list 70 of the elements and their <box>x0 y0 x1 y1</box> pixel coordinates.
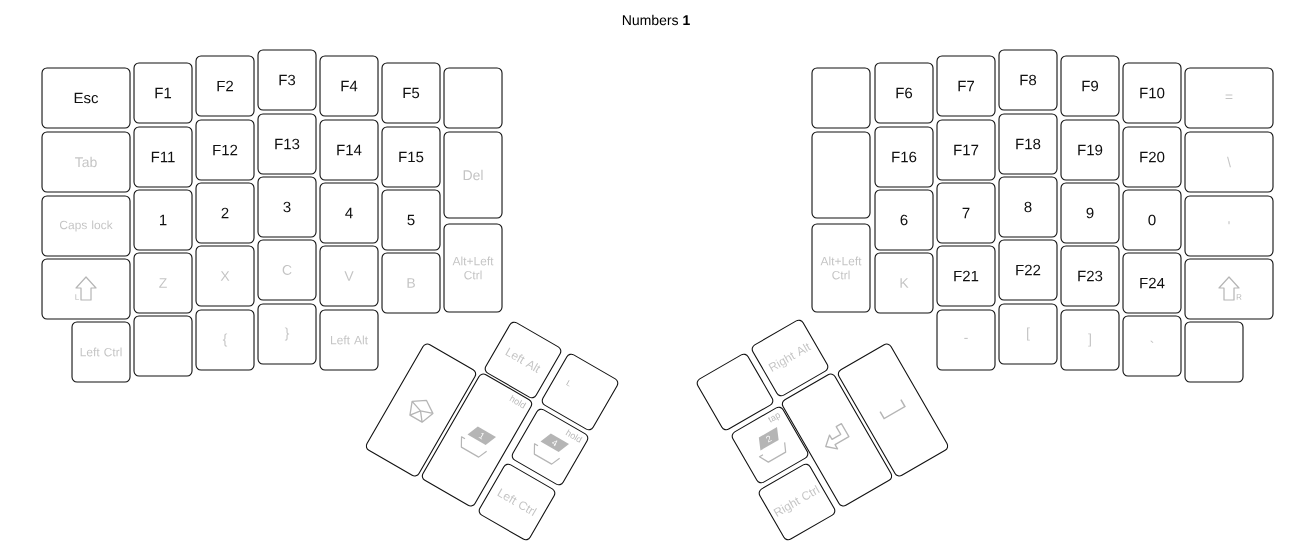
key: F10 <box>1122 62 1182 124</box>
key: F15 <box>381 126 441 188</box>
key: - <box>936 309 996 371</box>
key: 3 <box>257 176 317 238</box>
key: F20 <box>1122 126 1182 188</box>
key: F24 <box>1122 252 1182 314</box>
key: 8 <box>998 176 1058 238</box>
key <box>811 131 871 219</box>
key: { <box>195 309 255 371</box>
key: F5 <box>381 62 441 124</box>
key: Alt+Left Ctrl <box>443 223 503 313</box>
key: F8 <box>998 49 1058 111</box>
key: 6 <box>874 189 934 251</box>
key: Left Alt <box>319 309 379 371</box>
key: F3 <box>257 49 317 111</box>
key: F23 <box>1060 245 1120 307</box>
key: F19 <box>1060 119 1120 181</box>
key: F18 <box>998 113 1058 175</box>
key-label: tap <box>768 413 781 423</box>
key: F16 <box>874 126 934 188</box>
key: Right Alt <box>751 319 829 397</box>
key: F12 <box>195 119 255 181</box>
key <box>443 67 503 129</box>
key <box>133 315 193 377</box>
key: F2 <box>195 55 255 117</box>
key: B <box>381 252 441 314</box>
key: Right Ctrl <box>758 463 836 541</box>
key: 5 <box>381 189 441 251</box>
key: Left Ctrl <box>71 321 131 383</box>
key-label: L <box>566 380 570 387</box>
key: C <box>257 239 317 301</box>
key: X <box>195 245 255 307</box>
title: Numbers 1 <box>622 14 690 26</box>
key: [ <box>998 303 1058 365</box>
key: F6 <box>874 62 934 124</box>
key: } <box>257 303 317 365</box>
key: \ <box>1184 131 1274 193</box>
key: F1 <box>133 62 193 124</box>
key: F21 <box>936 245 996 307</box>
key: Caps lock <box>41 195 131 257</box>
key: ] <box>1060 309 1120 371</box>
key: 7 <box>936 182 996 244</box>
key: F11 <box>133 126 193 188</box>
key: Left Ctrl <box>478 463 556 541</box>
key <box>811 67 871 129</box>
key: ` <box>1122 315 1182 377</box>
key: Left Alt <box>484 321 562 399</box>
key: 9 <box>1060 182 1120 244</box>
key: F22 <box>998 239 1058 301</box>
key: V <box>319 245 379 307</box>
key: F13 <box>257 113 317 175</box>
key: 1 <box>133 189 193 251</box>
key: F17 <box>936 119 996 181</box>
key: Esc <box>41 67 131 129</box>
key: Alt+Left Ctrl <box>811 223 871 313</box>
key: 0 <box>1122 189 1182 251</box>
key: Del <box>443 131 503 219</box>
key-label: R <box>1236 294 1242 300</box>
key: F9 <box>1060 55 1120 117</box>
key: 2 <box>195 182 255 244</box>
key: 4 <box>319 182 379 244</box>
key: Tab <box>41 131 131 193</box>
key: ' <box>1184 195 1274 257</box>
key: F14 <box>319 119 379 181</box>
key: = <box>1184 67 1274 129</box>
key <box>1184 321 1244 383</box>
key: F7 <box>936 55 996 117</box>
key: F4 <box>319 55 379 117</box>
key: Z <box>133 252 193 314</box>
key: K <box>874 252 934 314</box>
